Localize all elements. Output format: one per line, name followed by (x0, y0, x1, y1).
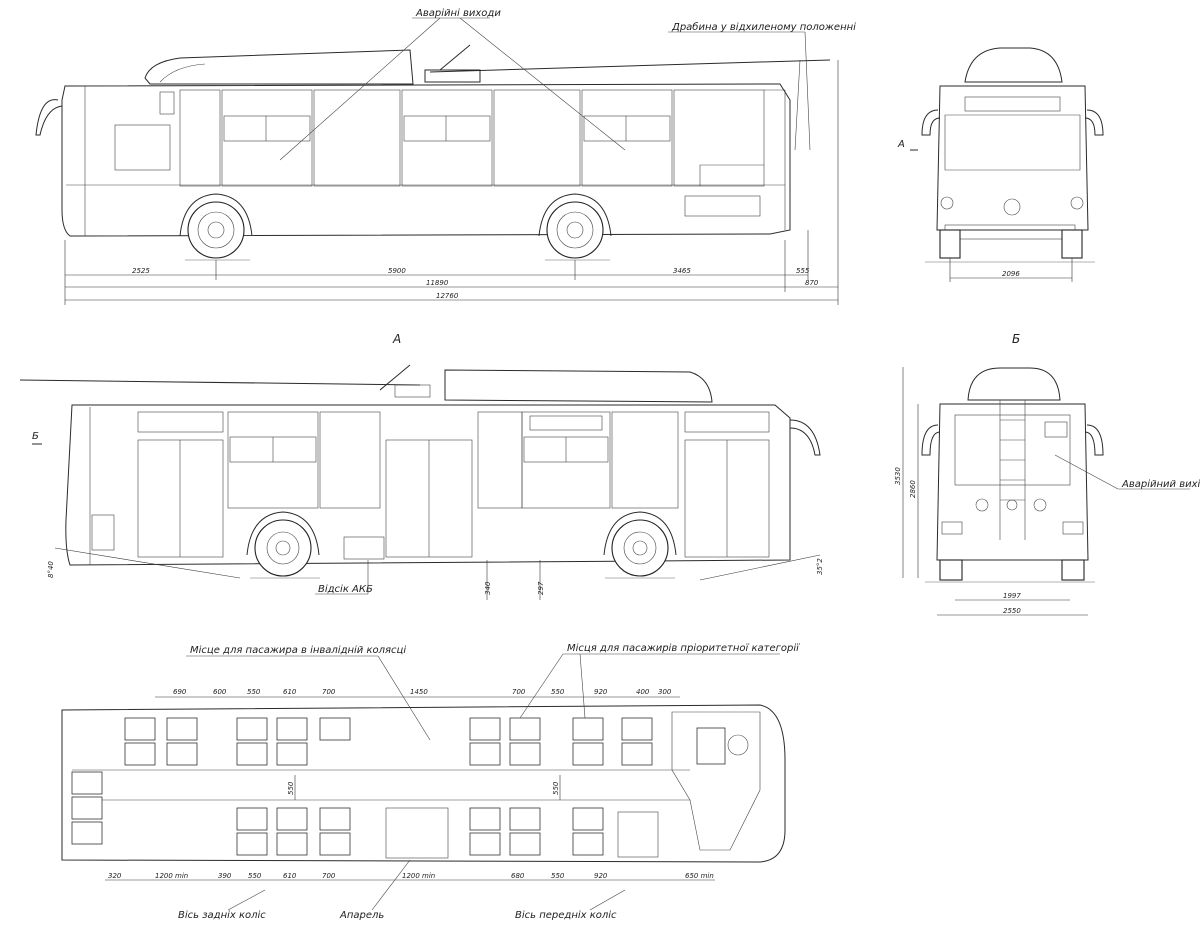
label-ramp: Апарель (339, 910, 384, 921)
label-ladder-tilted: Драбина у відхиленому положенні (671, 21, 856, 33)
dim-rear-track: 1997 (1003, 592, 1021, 600)
dim-rear-height-body: 2860 (909, 480, 917, 498)
plan-top-dim-4: 610 (283, 688, 297, 696)
dim-front-track: 2096 (1002, 270, 1020, 278)
dim-rear-clearance: 8°40 (47, 561, 55, 578)
left-side-view: А (19, 332, 824, 600)
left-view-marker-b: Б (32, 431, 39, 442)
plan-aisle-dim-2: 550 (552, 781, 560, 795)
dim-total-length: 12760 (436, 292, 459, 300)
plan-bottom-dim-4: 550 (248, 872, 262, 880)
dim-wheelbase: 5900 (388, 267, 406, 275)
plan-dimensions: 690 600 550 610 700 1450 700 550 920 400… (105, 688, 715, 881)
dim-pole-ext: 870 (805, 279, 819, 287)
dim-front-clearance: 35°2 (816, 558, 824, 575)
plan-top-dim-1: 690 (173, 688, 187, 696)
view-title-b: Б (1012, 332, 1020, 346)
plan-top-dim-8: 550 (551, 688, 565, 696)
front-view-marker-a: А (897, 139, 905, 150)
plan-bottom-dim-7: 1200 min (402, 872, 435, 880)
dim-floor-a: 340 (484, 581, 492, 595)
plan-view: 690 600 550 610 700 1450 700 550 920 400… (61, 642, 800, 921)
dim-pole-front: 555 (796, 267, 810, 275)
plan-bottom-dim-1: 320 (108, 872, 122, 880)
plan-top-dim-5: 700 (322, 688, 336, 696)
rear-view: Б 3530 2860 1997 2550 Аварійний вихід (894, 332, 1200, 616)
plan-top-dim-11: 300 (658, 688, 672, 696)
plan-bottom-dim-2: 1200 min (155, 872, 188, 880)
right-side-view: 2525 5900 3465 555 11890 870 12760 Аварі… (35, 7, 856, 305)
plan-bottom-dim-8: 680 (511, 872, 525, 880)
plan-top-dim-3: 550 (247, 688, 261, 696)
dim-rear-overhang: 2525 (132, 267, 150, 275)
dim-rear-width: 2550 (1003, 607, 1021, 615)
view-title-a: А (392, 332, 401, 346)
label-rear-axle: Вісь задніх коліс (178, 909, 266, 921)
label-emergency-exits: Аварійні виходи (415, 7, 501, 19)
plan-top-dim-6: 1450 (410, 688, 428, 696)
plan-top-dim-7: 700 (512, 688, 526, 696)
dim-rear-height-total: 3530 (894, 467, 902, 485)
plan-bottom-dim-10: 920 (594, 872, 608, 880)
plan-top-dim-9: 920 (594, 688, 608, 696)
plan-bottom-dim-3: 390 (218, 872, 232, 880)
plan-bottom-dim-5: 610 (283, 872, 297, 880)
label-emergency-exit: Аварійний вихід (1121, 478, 1200, 490)
dim-floor-b: 297 (537, 581, 545, 595)
right-side-dimensions: 2525 5900 3465 555 11890 870 12760 (64, 60, 839, 305)
right-side-wheels (179, 193, 612, 259)
plan-top-dim-10: 400 (636, 688, 650, 696)
plan-seats (71, 717, 653, 856)
plan-bottom-dim-11: 650 min (685, 872, 714, 880)
right-side-windows (179, 89, 765, 187)
label-front-axle: Вісь передніх коліс (515, 909, 617, 921)
plan-bottom-dim-9: 550 (551, 872, 565, 880)
plan-aisle-dim-1: 550 (287, 781, 295, 795)
label-battery-bay: Відсік АКБ (318, 583, 373, 595)
dim-front-overhang: 3465 (673, 267, 691, 275)
label-priority-seats: Місця для пасажирів пріоритетної категор… (567, 642, 800, 654)
left-side-windows-doors (137, 411, 770, 558)
front-view: 2096 А (897, 47, 1104, 282)
dim-body-length: 11890 (426, 279, 449, 287)
left-side-wheels (246, 511, 677, 577)
plan-bottom-dim-6: 700 (322, 872, 336, 880)
plan-top-dim-2: 600 (213, 688, 227, 696)
label-wheelchair-place: Місце для пасажира в інвалідній колясці (190, 644, 406, 656)
